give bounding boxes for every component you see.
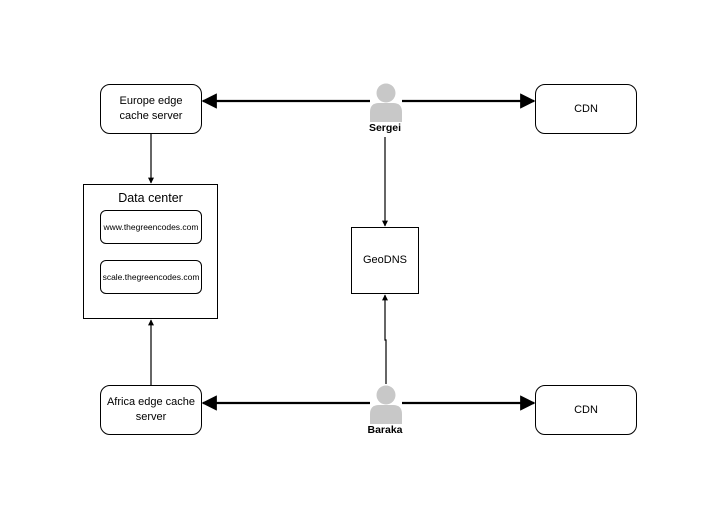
africa-edge-cache-label: Africa edge cache server — [106, 396, 196, 423]
domain-box-www: www.thegreencodes.com — [100, 210, 202, 244]
cdn-top-node: CDN — [535, 84, 637, 134]
user-silhouette-icon — [370, 385, 402, 424]
domain-label-www: www.thegreencodes.com — [103, 222, 199, 232]
europe-edge-cache-label: Europe edge cache server — [119, 95, 183, 122]
domain-label-scale: scale.thegreencodes.com — [102, 272, 200, 282]
user-silhouette-icon — [370, 83, 402, 122]
cdn-bottom-node: CDN — [535, 385, 637, 435]
europe-edge-cache-node: Europe edge cache server — [100, 84, 202, 134]
edge-baraka-geodns — [382, 294, 388, 384]
africa-edge-cache-node: Africa edge cache server — [100, 385, 202, 435]
cdn-top-label: CDN — [574, 102, 598, 115]
cdn-bottom-label: CDN — [574, 403, 598, 416]
user-name-baraka: Baraka — [367, 424, 403, 436]
user-name-sergei: Sergei — [368, 122, 402, 134]
geodns-node: GeoDNS — [351, 227, 419, 294]
domain-box-scale: scale.thegreencodes.com — [100, 260, 202, 294]
data-center-container: Data center — [83, 184, 218, 319]
geodns-label: GeoDNS — [362, 254, 408, 266]
data-center-title: Data center — [118, 191, 183, 205]
